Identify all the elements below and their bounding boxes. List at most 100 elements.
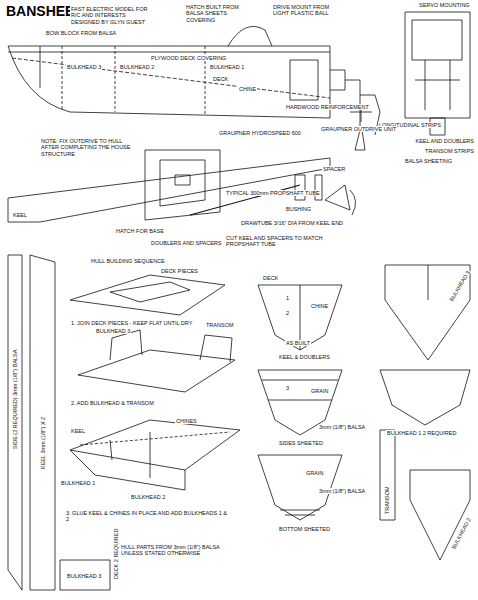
part-label: KEEL & DOUBLERS <box>278 354 331 360</box>
part-label: 1 <box>285 295 290 301</box>
part-label: SIDE (2 REQUIRED) 3mm (1/8") BALSA <box>12 349 18 450</box>
part-label: 2. ADD BULKHEAD & TRANSOM <box>70 400 155 406</box>
part-label: 2 <box>285 310 290 316</box>
plan-line <box>60 560 110 590</box>
part-label: BOTTOM SHEETED <box>278 526 331 532</box>
plan-line <box>200 335 232 362</box>
plan-line <box>30 255 55 590</box>
part-label: 3mm (1/8") BALSA <box>318 488 366 494</box>
plan-line <box>412 20 462 60</box>
plan-line <box>12 58 330 98</box>
plan-line <box>290 60 318 100</box>
part-label: GRAIN <box>310 388 329 394</box>
plan-line <box>110 282 190 302</box>
part-label: DECK <box>212 76 229 82</box>
part-label: PLYWOOD DECK COVERING <box>150 55 227 61</box>
part-label: BULKHEAD 1 <box>209 64 245 70</box>
part-label: KEEL AND DOUBLERS <box>415 138 475 144</box>
part-label: DRAWTUBE 3/16" DIA FROM KEEL END <box>240 220 344 226</box>
plan-line <box>425 60 450 110</box>
part-label: BULKHEAD 1 <box>60 480 96 486</box>
part-label: CHINE <box>310 303 329 309</box>
part-label: TRANSOM STRIPS <box>424 148 475 154</box>
part-label: TYPICAL 300mm PROPSHAFT TUBE <box>225 190 321 196</box>
part-label: 3 <box>285 385 290 391</box>
part-label: GRAUPNER HYDROSPEED 600 <box>218 130 302 136</box>
part-label: KEEL 3mm (1/8") X 2 <box>40 416 46 470</box>
plan-line <box>380 370 470 425</box>
plan-line <box>262 380 338 400</box>
building-sequence-sketches <box>70 275 240 490</box>
plan-line <box>345 80 365 150</box>
part-label: 1. JOIN DECK PIECES - KEEP FLAT UNTIL DR… <box>70 320 193 326</box>
part-label: SIDES SHEETED <box>278 440 324 446</box>
part-label: AS BUILT <box>285 340 311 346</box>
part-label: 3mm (1/8") BALSA <box>318 424 366 430</box>
plan-line <box>110 432 150 478</box>
plan-title: BANSHEE <box>6 3 74 19</box>
part-label: DECK 2 REQUIRED <box>113 528 119 580</box>
part-label: KEEL <box>12 212 28 218</box>
plan-line <box>325 185 350 210</box>
plan-line <box>70 275 225 315</box>
part-label: BULKHEAD 3 <box>66 573 102 579</box>
part-label: BULKHEAD 3 <box>66 64 102 70</box>
part-label: KEEL <box>70 428 86 434</box>
part-label: CHINE <box>238 86 257 92</box>
plan-line <box>330 70 345 90</box>
part-label: BALSA SHEETING <box>404 158 453 164</box>
part-label: CHINES <box>175 418 198 424</box>
plan-line <box>380 430 395 520</box>
part-label: TRANSOM <box>384 486 390 516</box>
plan-line <box>80 432 230 445</box>
part-label: BULKHEAD 3 <box>95 328 131 334</box>
plan-line <box>405 12 470 118</box>
part-label: TRANSOM <box>205 322 235 328</box>
part-label: FAST ELECTRIC MODEL FOR R/C AND INTEREST… <box>70 6 150 25</box>
servo-mounting-section <box>405 12 470 135</box>
part-label: DRIVE MOUNT FROM LIGHT PLASTIC BALL <box>272 4 334 17</box>
part-label: BULKHEAD 3 <box>448 269 472 304</box>
part-label: HULL BUILDING SEQUENCE <box>90 258 166 264</box>
part-label: 3. GLUE KEEL & CHINES IN PLACE AND ADD B… <box>65 510 232 523</box>
part-label: BULKHEAD 1 2 REQUIRED <box>386 430 457 436</box>
plan-line <box>258 285 342 350</box>
part-label: DOUBLERS AND SPACERS <box>150 240 223 246</box>
part-label: CUT KEEL AND SPACERS TO MATCH PROPSHAFT … <box>225 235 347 248</box>
plan-line <box>8 52 330 53</box>
keel-and-hatch <box>8 150 356 222</box>
part-label: HULL PARTS FROM 3mm (1/8") BALSA UNLESS … <box>120 544 222 557</box>
part-label: BULKHEAD 2 <box>130 494 166 500</box>
part-label: SERVO MOUNTING <box>418 2 471 8</box>
part-label: HATCH FOR BASE <box>115 228 165 234</box>
part-label: GRAIN <box>305 470 324 476</box>
part-label: BUSHING <box>285 206 312 212</box>
plan-line <box>40 46 41 88</box>
plan-line <box>280 510 320 515</box>
plan-line <box>110 330 142 360</box>
part-label: GRAUPNER OUTDRIVE UNIT <box>320 126 397 132</box>
part-label: BOW BLOCK FROM BALSA <box>45 30 117 36</box>
plan-line <box>350 190 356 215</box>
plan-line <box>70 420 240 470</box>
part-label: NOTE: FIX OUTDRIVE TO HULL AFTER COMPLET… <box>40 138 132 157</box>
plan-line <box>8 158 330 222</box>
plan-line <box>160 160 205 206</box>
plan-line <box>428 265 429 300</box>
plan-line <box>385 265 470 360</box>
plan-line <box>175 175 190 185</box>
part-label: DECK <box>262 275 279 281</box>
part-label: HATCH BUILT FROM BALSA SHEETS COVERING <box>185 4 249 23</box>
part-label: DECK PIECES <box>160 268 199 274</box>
part-label: SPACER <box>322 166 346 172</box>
plan-line <box>78 350 235 392</box>
part-label: BULKHEAD 2 <box>119 64 155 70</box>
plan-line <box>8 255 22 590</box>
hull-strips <box>8 255 110 590</box>
part-label: HARDWOOD REINFORCEMENT <box>285 104 370 110</box>
cross-sections <box>258 285 342 520</box>
plan-line <box>410 470 470 560</box>
plan-line <box>415 80 460 81</box>
bulkhead-templates <box>380 265 470 560</box>
